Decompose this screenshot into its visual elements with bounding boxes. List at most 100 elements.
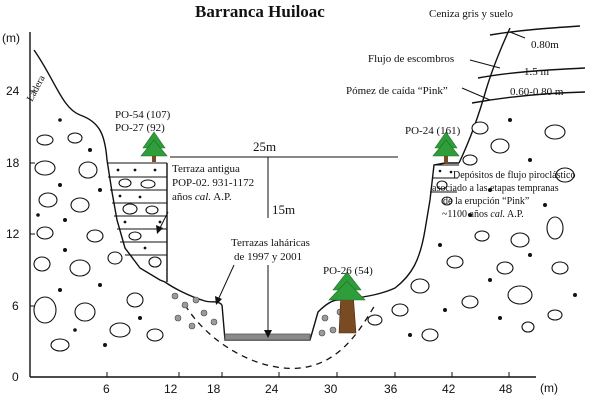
y-tick-label: 18 bbox=[6, 156, 20, 170]
terrace-dot bbox=[153, 168, 157, 172]
leader-pumice bbox=[461, 87, 491, 101]
boulder bbox=[551, 261, 569, 275]
y-tick-label: 24 bbox=[6, 84, 20, 98]
x-tick-label: 48 bbox=[499, 382, 513, 396]
right-slope-lower bbox=[337, 162, 459, 301]
grey-pebble bbox=[200, 309, 208, 317]
right-boulder-field bbox=[367, 118, 577, 342]
tree-po26 bbox=[328, 271, 366, 334]
grey-pebble bbox=[171, 292, 179, 300]
pebble-dot bbox=[438, 243, 442, 247]
pebble-dot bbox=[528, 158, 532, 162]
depositos-line-1: Depósitos de flujo piroclástico bbox=[453, 170, 575, 181]
labels: Ladera Ceniza gris y suelo Flujo de esco… bbox=[25, 8, 576, 277]
ash-soil-contact bbox=[489, 25, 581, 36]
boulder bbox=[86, 229, 104, 243]
y-ticks: 0 6 12 18 24 bbox=[6, 84, 35, 384]
pebble-dot bbox=[543, 203, 547, 207]
lahar-left-leader bbox=[217, 264, 235, 301]
boulder bbox=[461, 295, 479, 309]
boulder bbox=[107, 251, 123, 265]
x-tick-label: 12 bbox=[164, 382, 178, 396]
po27-label: PO-27 (92) bbox=[115, 122, 165, 134]
terrace-clast bbox=[145, 205, 159, 215]
tree-trunk bbox=[444, 152, 448, 163]
right-deposit-column bbox=[430, 164, 459, 206]
terrace-dot bbox=[138, 195, 142, 199]
grey-pebble bbox=[174, 314, 182, 322]
x-tick-label: 30 bbox=[324, 382, 338, 396]
terrace-clast bbox=[140, 179, 156, 189]
terraza-line-3-a: años bbox=[172, 191, 195, 203]
po54-label: PO-54 (107) bbox=[115, 109, 171, 121]
grey-pebble bbox=[321, 314, 329, 322]
tree-po24 bbox=[432, 131, 460, 163]
pebble-dot bbox=[508, 118, 512, 122]
boulder bbox=[421, 328, 439, 342]
pebble-dot bbox=[468, 213, 472, 217]
tree-crown bbox=[328, 280, 366, 301]
lahar-line-1: Terrazas laháricas bbox=[231, 237, 310, 249]
leader-ash bbox=[509, 31, 526, 39]
boulder bbox=[490, 138, 510, 154]
pumice-contact bbox=[471, 91, 586, 104]
lahar-left-arrow-head bbox=[215, 296, 222, 305]
depositos-line-3: de la erupción “Pink” bbox=[443, 196, 529, 207]
tree-crown bbox=[432, 139, 460, 157]
x-tick-label: 6 bbox=[103, 382, 110, 396]
depositos-line-4-b: cal. bbox=[490, 209, 505, 220]
pebble-dot bbox=[488, 188, 492, 192]
tree-po54 bbox=[140, 131, 168, 162]
depositos-line-4-a: ~1100 años bbox=[442, 209, 490, 220]
boulder bbox=[410, 278, 430, 294]
terrace-dot bbox=[133, 168, 137, 172]
boulder bbox=[34, 160, 56, 176]
pomez-label: Pómez de caída “Pink” bbox=[346, 85, 448, 97]
y-tick-label: 6 bbox=[12, 299, 19, 313]
x-axis-unit: (m) bbox=[540, 381, 558, 395]
left-lahar-pebbles bbox=[171, 292, 218, 330]
flujo-escombros-label: Flujo de escombros bbox=[368, 53, 454, 65]
leader-debris bbox=[469, 59, 501, 69]
terrace-dot bbox=[116, 168, 120, 172]
x-tick-label: 36 bbox=[384, 382, 398, 396]
pebble-dot bbox=[36, 213, 40, 217]
x-tick-label: 24 bbox=[265, 382, 279, 396]
x-tick-label: 42 bbox=[442, 382, 456, 396]
right-slope-upper bbox=[458, 27, 511, 164]
boulder bbox=[474, 230, 490, 242]
pebble-dot bbox=[528, 253, 532, 257]
terrace-arrow-head bbox=[156, 225, 163, 234]
left-terrace-wall bbox=[106, 159, 166, 283]
terraza-line-3-c: A.P. bbox=[211, 191, 232, 203]
boulder bbox=[69, 259, 91, 277]
boulder bbox=[462, 154, 478, 166]
po24-label: PO-24 (161) bbox=[405, 125, 461, 137]
debris-flow-contact bbox=[477, 67, 586, 79]
terrace-clast bbox=[148, 256, 162, 268]
terrace-clast bbox=[128, 231, 142, 241]
width-label: 25m bbox=[253, 139, 276, 154]
lahar-line-2: de 1997 y 2001 bbox=[234, 251, 302, 263]
boulder bbox=[36, 226, 54, 240]
dimensions: 25m 15m bbox=[156, 139, 398, 338]
pebble-dot bbox=[98, 283, 102, 287]
depth-label: 15m bbox=[272, 202, 295, 217]
pebble-dot bbox=[63, 218, 67, 222]
ceniza-label: Ceniza gris y suelo bbox=[429, 8, 514, 20]
po26-label: PO-26 (54) bbox=[323, 265, 373, 277]
grey-pebble bbox=[188, 322, 196, 330]
grey-pebble bbox=[210, 318, 218, 326]
boulder bbox=[109, 322, 131, 338]
paleo-channel-dashed bbox=[184, 304, 376, 370]
left-slope-upper bbox=[33, 49, 108, 161]
x-tick-label: 18 bbox=[207, 382, 221, 396]
boulder bbox=[547, 309, 563, 321]
thickness-15: 1.5 m bbox=[524, 66, 550, 78]
pebble-dot bbox=[58, 288, 62, 292]
y-tick-label: 0 bbox=[12, 370, 19, 384]
terrace-dot bbox=[158, 220, 162, 224]
tree-crown bbox=[140, 139, 168, 157]
pebble-dot bbox=[58, 118, 62, 122]
